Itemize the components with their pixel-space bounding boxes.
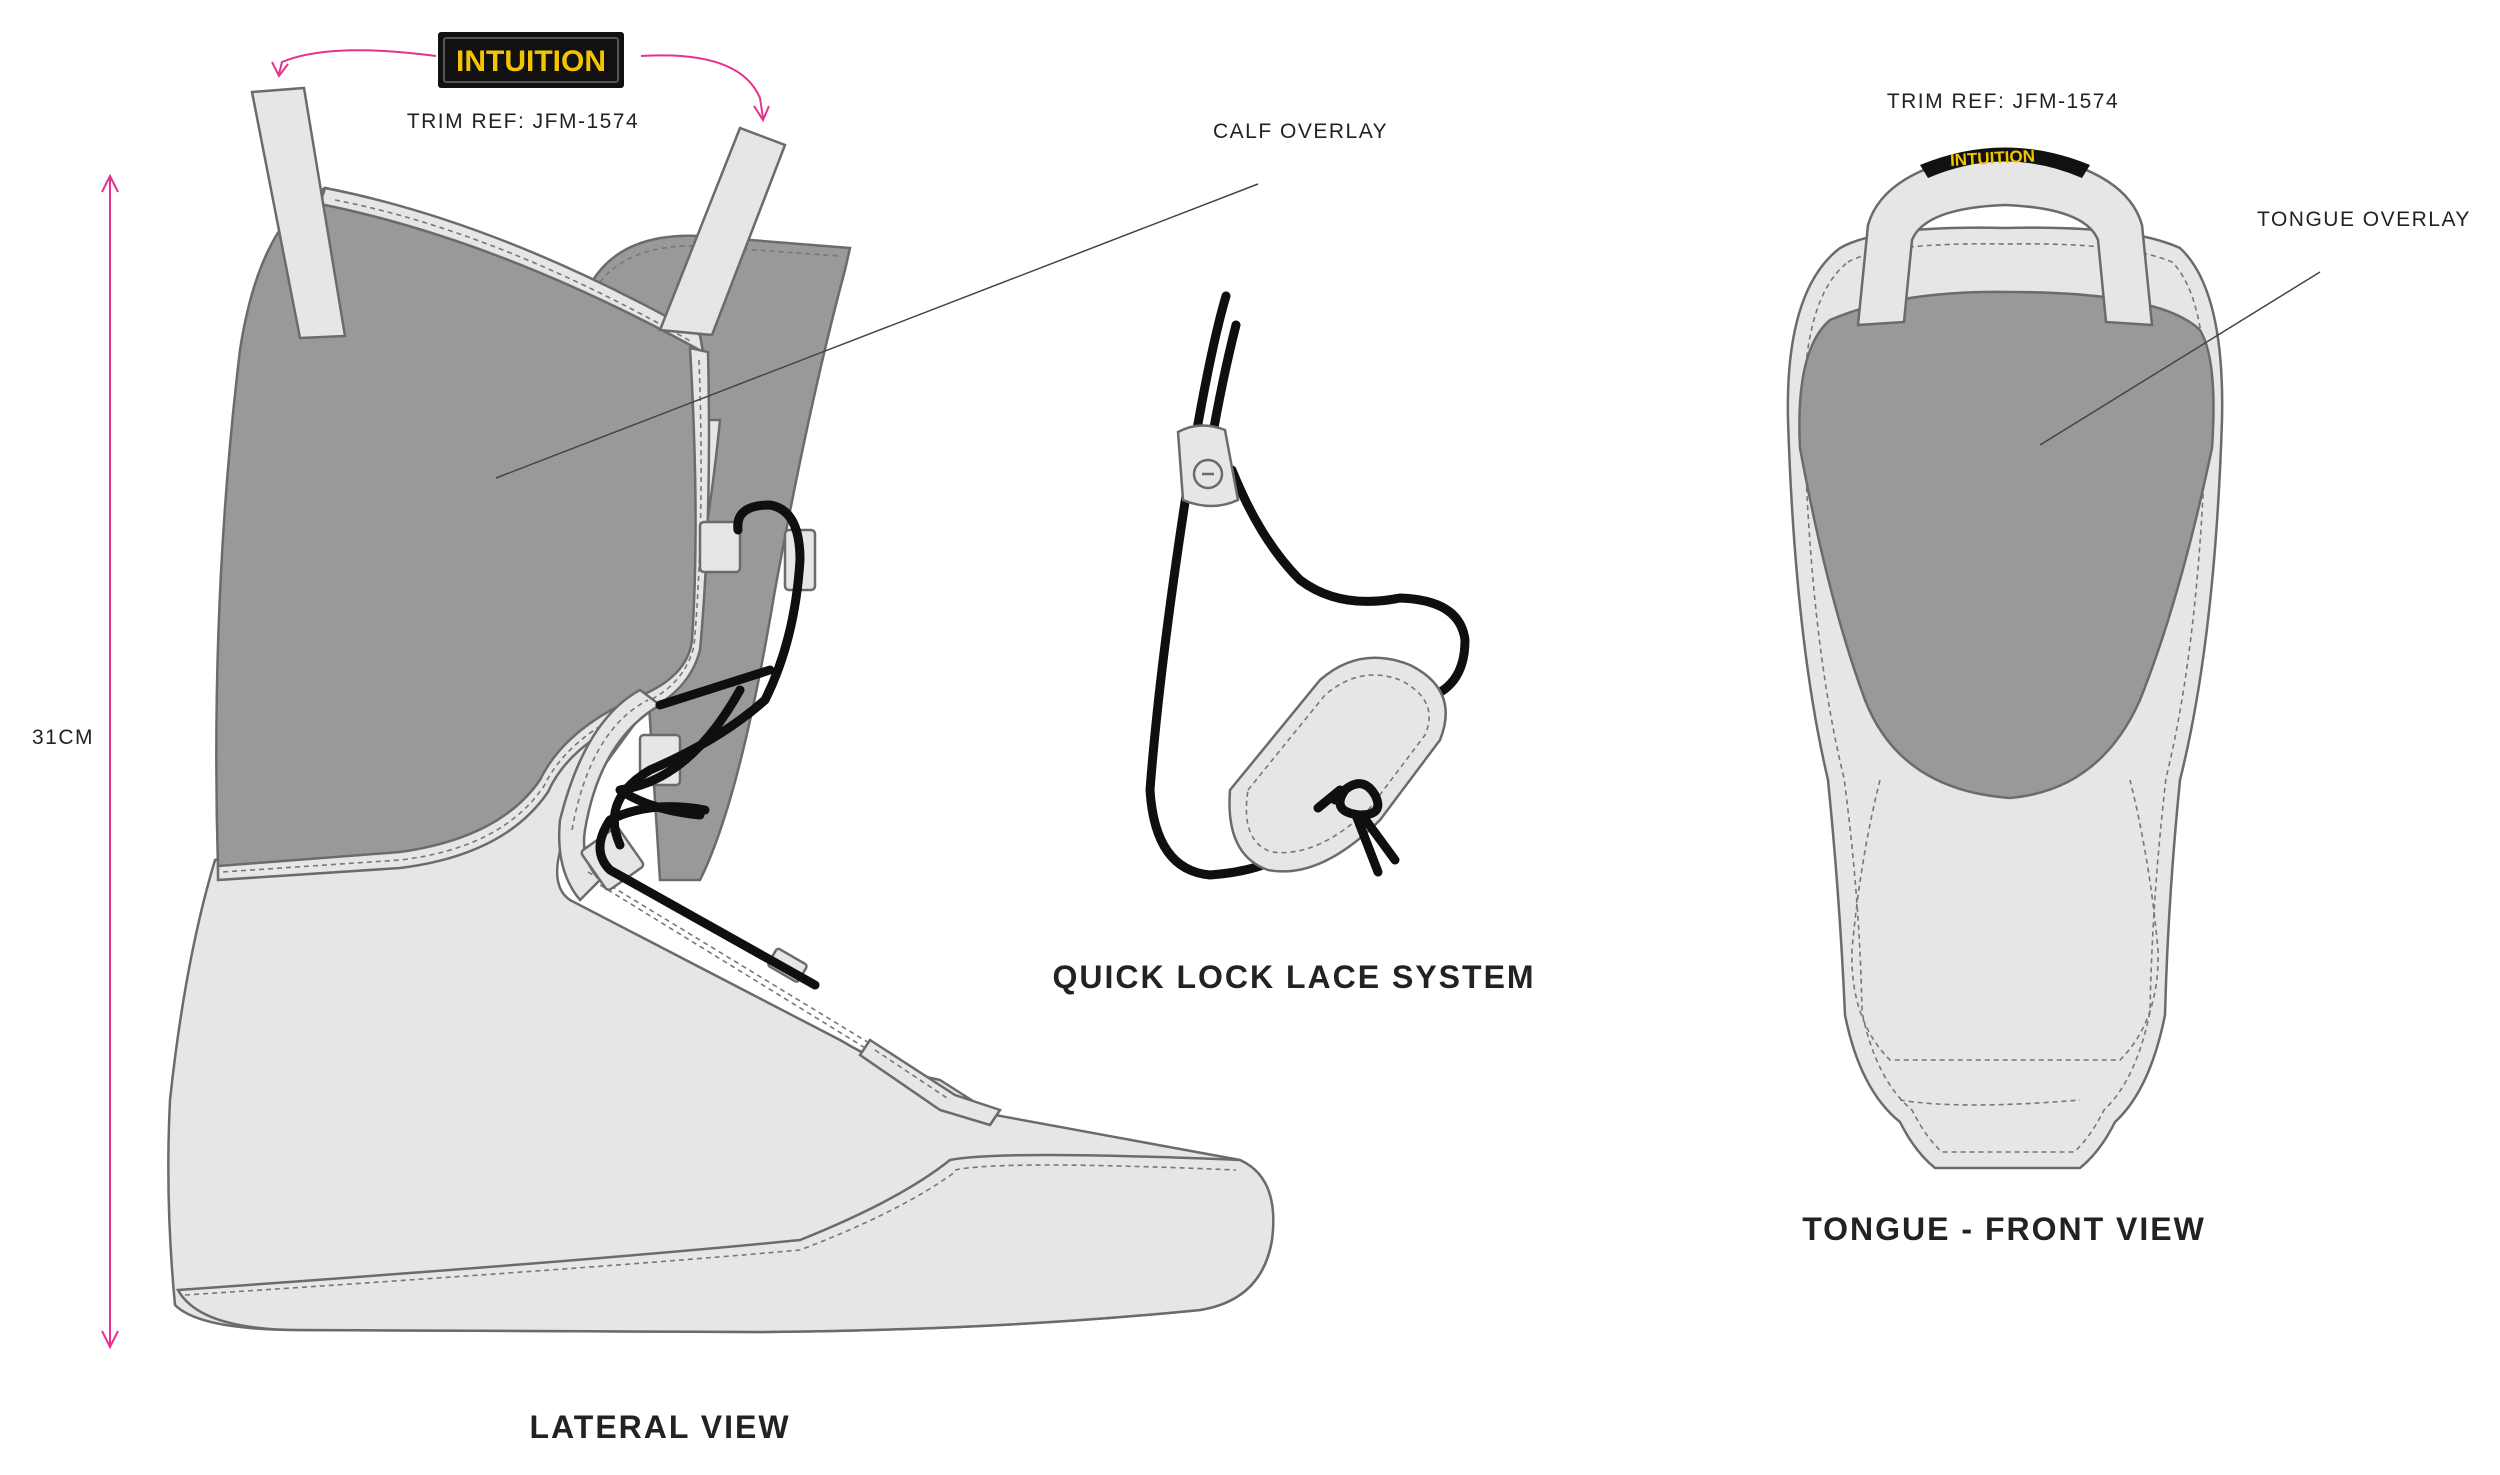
lateral-lace [609, 500, 805, 850]
intuition-brand-badge: INTUITION [271, 32, 770, 123]
tongue-overlay-label: TONGUE OVERLAY [2257, 208, 2471, 231]
quick-lock-title: QUICK LOCK LACE SYSTEM [1052, 959, 1535, 995]
tongue-badge-text: INTUITION [1950, 146, 2036, 169]
quick-lock-lace-drawing [1145, 291, 1470, 880]
tongue-overlay[interactable] [1798, 290, 2215, 800]
height-dimension-arrow [101, 173, 119, 1350]
trim-ref-label-lateral: TRIM REF: JFM-1574 [407, 110, 639, 133]
badge-text: INTUITION [456, 45, 606, 78]
front-pull-tab[interactable] [658, 126, 787, 337]
lateral-view-title: LATERAL VIEW [529, 1409, 790, 1445]
tongue-front-view-title: TONGUE - FRONT VIEW [1802, 1211, 2206, 1247]
tongue-overlay-leader [2039, 271, 2321, 446]
trim-ref-label-tongue: TRIM REF: JFM-1574 [1887, 90, 2119, 113]
calf-overlay-leader [495, 183, 1259, 479]
toe-cap [175, 1153, 1275, 1334]
lace-pouch [1228, 656, 1447, 873]
upper-lace-hook [698, 520, 742, 574]
rear-pull-tab[interactable] [250, 86, 347, 340]
calf-overlay-label: CALF OVERLAY [1213, 120, 1388, 143]
tongue-front-view-drawing: INTUITION [1786, 146, 2224, 1170]
dimension-label: 31CM [32, 726, 94, 749]
lateral-view-drawing [101, 86, 1275, 1350]
